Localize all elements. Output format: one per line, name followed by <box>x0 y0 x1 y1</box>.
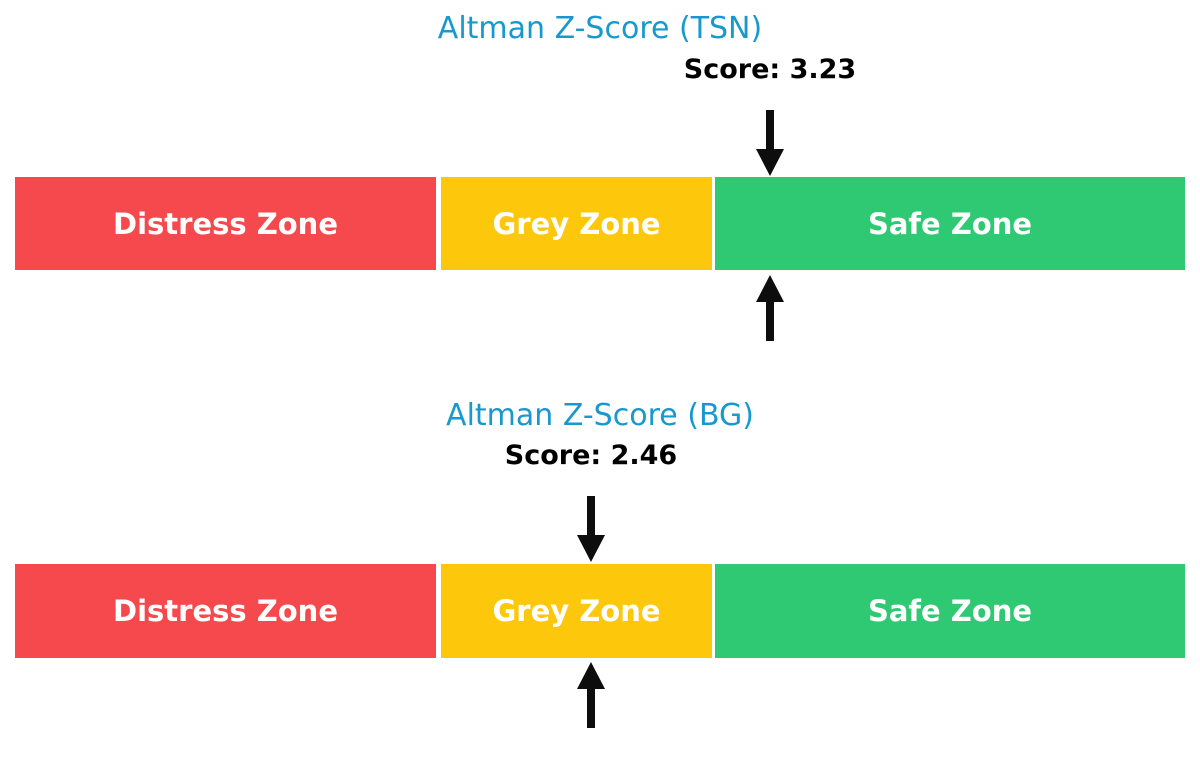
score-arrow-down-icon <box>577 496 605 562</box>
zone-safe: Safe Zone <box>715 564 1185 658</box>
zone-safe: Safe Zone <box>715 177 1185 270</box>
chart-title-bg: Altman Z-Score (BG) <box>446 398 754 433</box>
zone-label-grey: Grey Zone <box>492 206 661 241</box>
score-value-tsn: Score: 3.23 <box>683 54 857 85</box>
score-arrow-up-icon <box>577 662 605 728</box>
zone-label-safe: Safe Zone <box>867 594 1033 628</box>
zone-label-grey: Grey Zone <box>492 594 661 628</box>
zone-grey: Grey Zone <box>441 177 712 270</box>
zone-label-distress: Distress Zone <box>113 206 338 241</box>
score-arrow-down-icon <box>756 110 784 176</box>
zone-label-safe: Safe Zone <box>867 206 1033 241</box>
zone-grey: Grey Zone <box>441 564 712 658</box>
zone-distress: Distress Zone <box>15 564 436 658</box>
score-value-bg: Score: 2.46 <box>504 440 678 471</box>
chart-title-tsn: Altman Z-Score (TSN) <box>437 11 763 46</box>
zone-distress: Distress Zone <box>15 177 436 270</box>
zone-label-distress: Distress Zone <box>113 594 338 628</box>
score-arrow-up-icon <box>756 275 784 341</box>
